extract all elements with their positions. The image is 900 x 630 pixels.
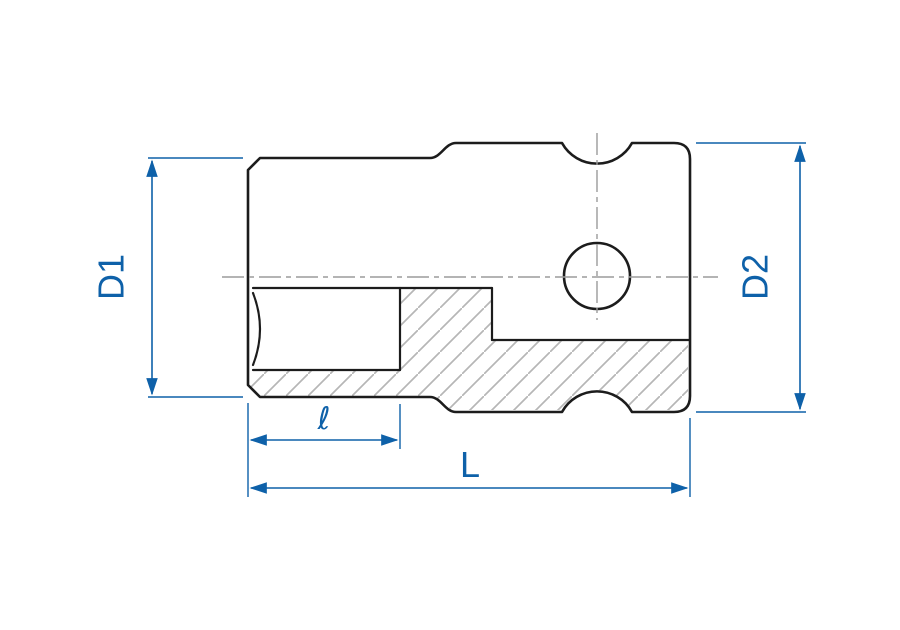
d1-label: D1 bbox=[91, 254, 132, 300]
dimension-overall-length: L bbox=[249, 418, 691, 497]
section-hatching bbox=[250, 289, 688, 410]
dimension-hex-depth: ℓ bbox=[247, 401, 401, 497]
dimension-d2: D2 bbox=[696, 142, 806, 413]
centerlines bbox=[222, 133, 718, 320]
overall-length-label: L bbox=[460, 444, 480, 485]
hex-depth-label: ℓ bbox=[317, 401, 331, 437]
internal-edges bbox=[251, 286, 691, 372]
socket-body-outline bbox=[246, 141, 692, 414]
d2-label: D2 bbox=[735, 254, 776, 300]
bore-entry-chamfer-arc bbox=[251, 291, 262, 367]
dimension-d1: D1 bbox=[91, 157, 243, 398]
section-cut-area bbox=[250, 289, 688, 410]
